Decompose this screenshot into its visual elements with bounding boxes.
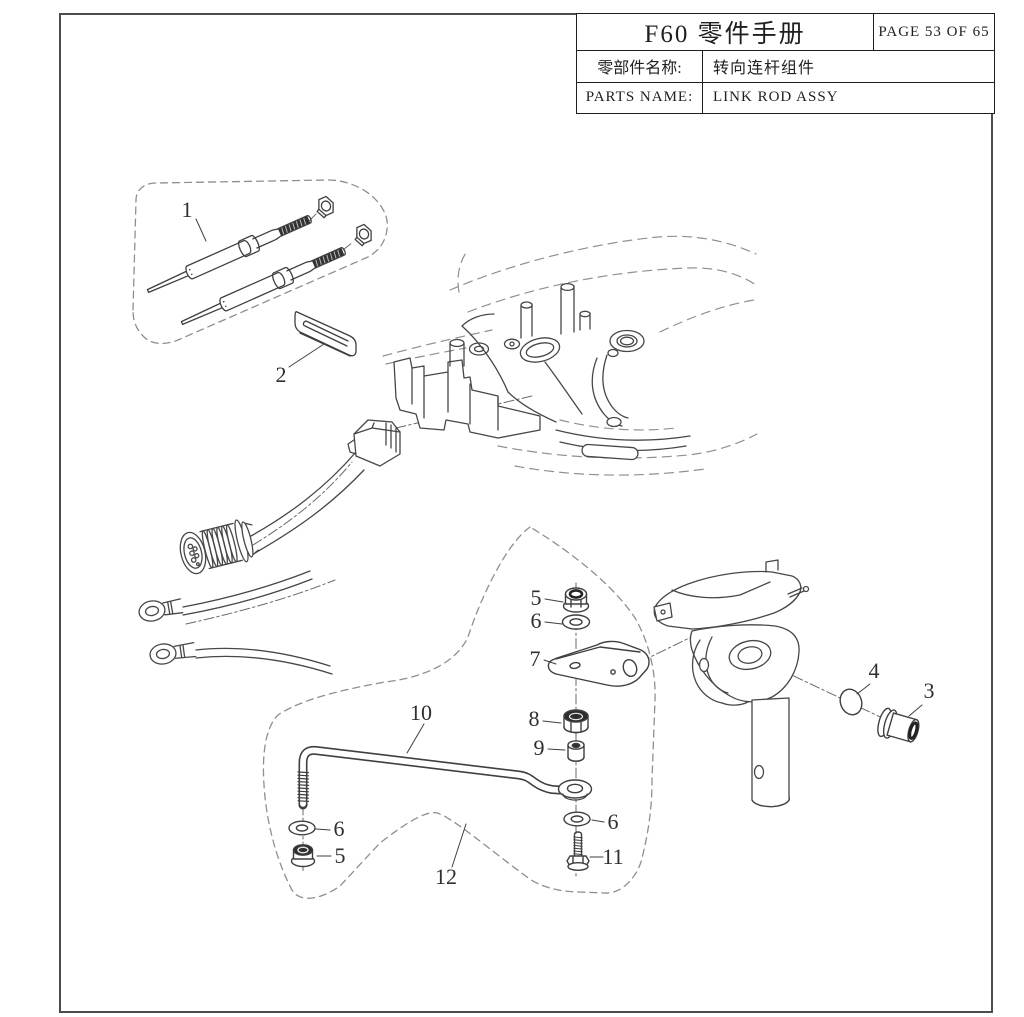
part-name-row-en: PARTS NAME: LINK ROD ASSY: [577, 81, 994, 113]
part-2-plate: [294, 311, 357, 357]
part-callout-6b: 6: [333, 816, 345, 841]
part-5-locknut-top: [562, 587, 590, 613]
part-callout-5: 5: [530, 585, 542, 610]
steering-arm-assembly: [653, 559, 810, 808]
part-callout-10: 10: [410, 700, 432, 725]
part-callout-1: 1: [181, 197, 193, 222]
part-callout-6c: 6: [607, 809, 619, 834]
part-name-row-cn: 零部件名称: 转向连杆组件: [577, 50, 994, 82]
part-3-bushing: [877, 707, 920, 743]
part-callout-8: 8: [528, 706, 540, 731]
part-6-washer-left: [288, 820, 316, 836]
rod-threads: [297, 771, 310, 809]
part-5-locknut-left: [290, 844, 316, 868]
part-callout-12: 12: [435, 864, 457, 889]
part-callout-2: 2: [275, 362, 287, 387]
manual-title: F60 零件手册: [644, 21, 806, 48]
part-9-bushing: [567, 740, 585, 762]
callout-leaders: [195, 218, 923, 868]
title-block: F60 零件手册 PAGE 53 OF 65 零部件名称: 转向连杆组件 PAR…: [576, 13, 995, 114]
part-10-link-rod: [297, 745, 593, 810]
part-6-washer-bottom: [563, 811, 591, 827]
part-callout-7: 7: [529, 646, 541, 671]
part-7-bracket: [547, 640, 650, 687]
hardware-stack: [288, 587, 650, 872]
page-indicator: PAGE 53 OF 65: [873, 14, 994, 50]
part-4-oring: [839, 688, 863, 716]
part-name-label-en: PARTS NAME:: [585, 89, 694, 106]
part-1-cables: [146, 195, 372, 326]
clamp-bracket-assembly: [393, 282, 691, 461]
part-callout-11: 11: [602, 844, 624, 869]
wiring-harness: [138, 419, 401, 675]
part-name-value-cn: 转向连杆组件: [702, 51, 994, 82]
part-name-value-en: LINK ROD ASSY: [702, 82, 994, 113]
cable-nut-1: [316, 195, 334, 219]
cable-nut-2: [354, 223, 372, 247]
part-callout-6: 6: [530, 608, 542, 633]
engine-outline-dashed: [382, 235, 758, 476]
part-callout-3: 3: [923, 678, 935, 703]
part-8-nut: [563, 709, 589, 734]
part-callout-9: 9: [533, 735, 545, 760]
title-row: F60 零件手册 PAGE 53 OF 65: [577, 14, 994, 50]
group-12-balloon: [262, 526, 656, 899]
part-11-bolt: [566, 831, 590, 872]
part-name-label-cn: 零部件名称:: [597, 60, 682, 78]
part-callout-4: 4: [868, 658, 880, 683]
page-frame: [59, 13, 993, 1013]
part-6-washer-top: [561, 614, 591, 630]
group-1-balloon: [132, 179, 388, 345]
part-callout-5b: 5: [334, 843, 346, 868]
